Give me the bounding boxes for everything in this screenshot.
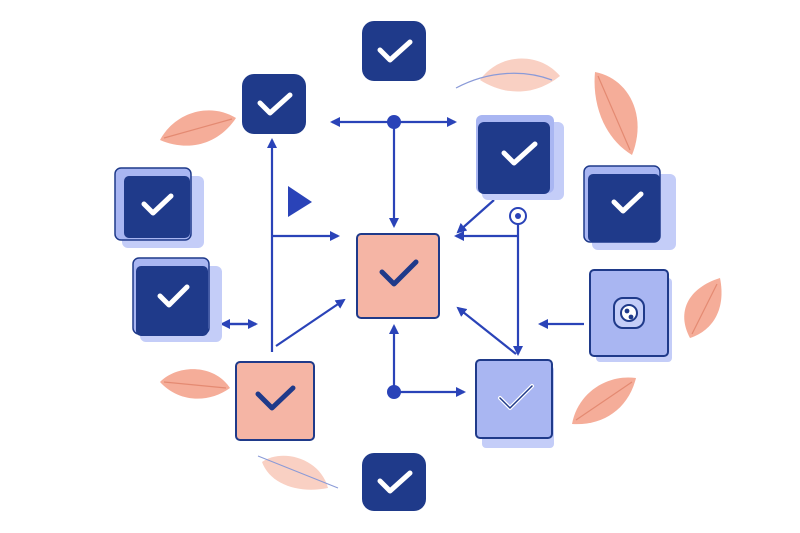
node-bottom-check	[362, 453, 426, 511]
checkmark-icon	[157, 284, 190, 308]
node-upper-left-check	[242, 74, 306, 134]
node-center-check	[356, 233, 440, 319]
lock-icon	[613, 297, 645, 329]
leaf-decoration-upper-left	[160, 110, 236, 146]
leaf-decoration-top-right	[455, 58, 560, 92]
connector-lines	[220, 117, 584, 397]
checkmark-icon	[377, 470, 413, 494]
play-triangle-icon	[288, 186, 312, 217]
checkmark-icon	[255, 385, 296, 411]
node-far-right-upper-check	[583, 165, 676, 250]
node-upper-right-check	[476, 115, 564, 200]
checkmark-icon	[257, 92, 293, 116]
node-lower-left-check	[235, 361, 315, 441]
checkmark-icon	[141, 193, 174, 216]
leaf-decoration-left-bottom	[160, 369, 230, 399]
hub-dot-bottom	[387, 385, 401, 399]
target-ring-icon	[509, 207, 527, 225]
node-right-lock	[589, 269, 672, 362]
leaf-decoration-right-middle	[684, 278, 722, 338]
node-far-left-lower-check	[132, 257, 222, 342]
hub-dot-top	[387, 115, 401, 129]
checkmark-icon	[377, 39, 413, 63]
checkmark-icon	[379, 259, 419, 287]
node-lower-right-check	[475, 359, 554, 448]
checkmark-icon	[611, 191, 644, 214]
leaf-decoration-right-top	[594, 72, 638, 155]
leaf-decoration-right-bottom	[572, 377, 636, 425]
checkmark-icon	[501, 141, 538, 166]
leaf-decoration-bottom-left	[257, 455, 339, 490]
node-far-left-upper-check	[114, 167, 204, 248]
node-top-check	[362, 21, 426, 81]
